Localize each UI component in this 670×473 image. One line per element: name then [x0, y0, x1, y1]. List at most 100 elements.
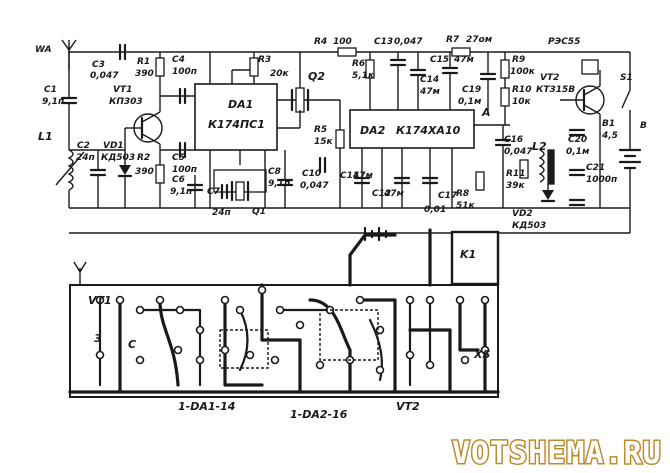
- capacitor-c21: [568, 198, 586, 207]
- c13-value: 0,047: [394, 37, 423, 47]
- r10-value: 10к: [512, 97, 532, 107]
- pcb-da1-pin-label: 1-DA1-14: [178, 400, 235, 413]
- c8-value: 9,1п: [268, 179, 290, 189]
- c7-value: 24п: [212, 208, 231, 218]
- c6-ref: C6: [172, 175, 185, 185]
- diode-vd1: [98, 140, 133, 208]
- antenna-label: WA: [35, 45, 52, 55]
- c18-ref: C19: [462, 85, 481, 95]
- pcb-da1-footprint: [219, 329, 269, 369]
- c5-ref: C5: [172, 153, 185, 163]
- c11-ref: C11: [340, 171, 359, 181]
- pcb-relay-k1: [450, 230, 500, 286]
- quartz-q1: [230, 180, 250, 202]
- capacitor-c3: [118, 43, 127, 61]
- r9-ref: R9: [512, 55, 525, 65]
- capacitor-c14: [409, 52, 427, 110]
- diode-vd2: [540, 184, 556, 203]
- c17-ref: C16: [504, 135, 523, 145]
- coil-l2: [538, 149, 555, 185]
- r10-ref: R10: [512, 85, 531, 95]
- da2-ref: DA2: [360, 124, 386, 137]
- r7-ref: R7: [446, 35, 460, 45]
- r2-value: 390: [135, 167, 154, 177]
- resistor-r4: [337, 47, 357, 57]
- capacitor-c5: [160, 141, 195, 159]
- capacitor-c4: [160, 87, 195, 105]
- b1-unit: В: [640, 121, 647, 131]
- pcb-da2-footprint: [319, 309, 379, 361]
- capacitor-c12: [393, 176, 411, 185]
- vd2-ref: VD2: [512, 209, 533, 219]
- r5-ref: R5: [314, 125, 327, 135]
- r2-ref: R2: [137, 153, 150, 163]
- da2-part: К174ХА10: [396, 124, 461, 137]
- r3-ref: R3: [258, 55, 271, 65]
- c4-value: 100п: [172, 67, 197, 77]
- pcb-da2-pin-label: 1-DA2-16: [290, 408, 348, 421]
- r3-value: 20к: [270, 69, 290, 79]
- c10-value: 0,047: [300, 181, 329, 191]
- relay-part: РЭС55: [548, 37, 580, 47]
- transistor-vt1: [124, 52, 163, 208]
- c2-value: 24п: [76, 153, 95, 163]
- pcb-layout: K1: [68, 226, 500, 421]
- resistor-r5: [310, 99, 345, 208]
- r8-ref: R8: [456, 189, 469, 199]
- resistor-r9: [500, 52, 510, 79]
- c18-value: 0,1м: [458, 97, 482, 107]
- pcb-battery-icon: [363, 226, 388, 242]
- switch-s1: [605, 51, 631, 130]
- r5-value: 15к: [314, 137, 334, 147]
- pcb-relay-label: K1: [460, 248, 476, 261]
- capacitor-c18: [479, 52, 497, 110]
- capacitor-c6: [186, 175, 204, 208]
- c19-ref: C20: [568, 135, 587, 145]
- c16-value: 0,01: [424, 205, 446, 215]
- r1-value: 390: [135, 69, 154, 79]
- pcb-3-label: 3: [94, 332, 102, 345]
- c3-ref: C3: [92, 60, 105, 70]
- c20-ref: C21: [586, 163, 605, 173]
- c14-value: 47м: [419, 87, 441, 97]
- vt2-part: КТ315В: [536, 85, 575, 95]
- label-a: A: [481, 106, 491, 119]
- c7-ref: C7: [207, 187, 221, 197]
- vd1-ref: VD1: [103, 141, 124, 151]
- pcb-c-label: C: [128, 338, 136, 351]
- da1-ref: DA1: [228, 98, 253, 111]
- q2-ref: Q2: [308, 70, 325, 83]
- vd1-part: КД503: [101, 153, 135, 163]
- coil-l1: [55, 149, 85, 208]
- c5-value: 100п: [172, 165, 197, 175]
- c8-ref: C8: [268, 167, 281, 177]
- b1-voltage: 4,5: [601, 131, 618, 141]
- resistor-r10: [500, 78, 510, 125]
- vt1-part: КП303: [109, 97, 143, 107]
- c17-value: 0,047: [504, 147, 533, 157]
- resistor-r1: [155, 57, 165, 77]
- c4-ref: C4: [172, 55, 185, 65]
- c20-value: 1000п: [586, 175, 617, 185]
- c2-ref: C2: [77, 141, 90, 151]
- resistor-r7: [451, 47, 471, 57]
- c12-value: 47м: [383, 189, 405, 199]
- transistor-vt2: [560, 70, 605, 208]
- vt2-ref: VT2: [540, 73, 559, 83]
- c1-ref: C1: [44, 85, 57, 95]
- c12-ref: C12: [372, 189, 391, 199]
- l1-ref: L1: [38, 130, 53, 143]
- capacitor-c2: [69, 149, 107, 208]
- pcb-vt1-label: VT1: [88, 294, 112, 307]
- c15-ref: C15: [430, 55, 449, 65]
- r8-value: 51к: [456, 201, 476, 211]
- schematic: WA C1 9,1п L1 C2 24п: [35, 35, 647, 234]
- quartz-q2: [290, 52, 310, 128]
- c14-ref: C14: [420, 75, 439, 85]
- vd2-part: КД503: [512, 221, 546, 231]
- r11-ref: R11: [506, 169, 525, 179]
- r4-value: 100: [333, 37, 352, 47]
- l2-ref: L2: [532, 140, 547, 153]
- pcb-vt2-label: VT2: [396, 400, 420, 413]
- capacitor-c10: [318, 156, 327, 174]
